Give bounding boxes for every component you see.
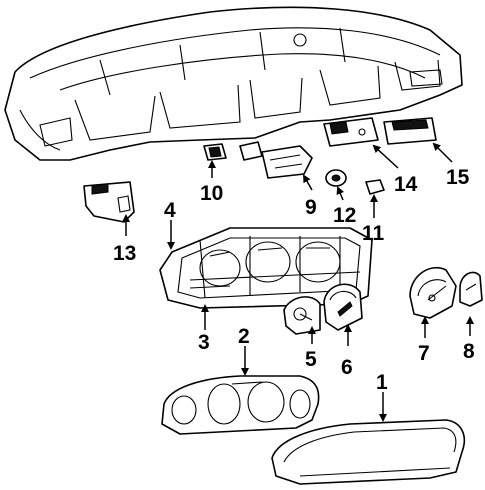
part-14-switch xyxy=(323,117,379,147)
callout-1: 1 xyxy=(376,371,388,394)
callout-4: 4 xyxy=(164,199,176,222)
callout-11: 11 xyxy=(362,222,385,245)
part-1-lens xyxy=(271,419,466,485)
callout-7: 7 xyxy=(418,342,430,365)
part-9-switch-assembly xyxy=(239,141,313,179)
leader-arrows xyxy=(122,142,474,422)
callout-13: 13 xyxy=(113,242,136,265)
callout-5: 5 xyxy=(305,348,317,371)
arrow-12 xyxy=(336,186,344,201)
callout-6: 6 xyxy=(341,356,353,379)
arrow-9 xyxy=(303,174,313,191)
callout-15: 15 xyxy=(446,166,470,189)
part-6-gauge xyxy=(323,283,363,331)
part-4-cluster-housing xyxy=(159,227,373,309)
part-8-gauge xyxy=(459,271,483,307)
instrument-panel-illustration xyxy=(4,6,463,161)
callout-14: 14 xyxy=(394,173,418,196)
callout-8: 8 xyxy=(463,340,475,363)
part-15-switch xyxy=(383,117,437,145)
callout-12: 12 xyxy=(333,204,356,227)
callout-9: 9 xyxy=(305,196,317,219)
part-7-gauge xyxy=(409,267,457,319)
part-5-gauge xyxy=(283,296,321,335)
part-12-knob xyxy=(325,169,347,187)
callout-10: 10 xyxy=(200,182,223,205)
callout-labels: 1 2 3 4 5 6 7 8 9 10 11 12 13 14 15 xyxy=(113,166,475,394)
arrow-14 xyxy=(372,144,399,169)
part-2-cluster-bezel xyxy=(161,375,320,435)
part-13-bracket xyxy=(83,181,135,223)
part-11-knob xyxy=(365,179,385,195)
callout-2: 2 xyxy=(238,325,250,348)
part-10-switch xyxy=(203,143,227,161)
callout-3: 3 xyxy=(198,331,210,354)
arrow-15 xyxy=(432,142,453,163)
